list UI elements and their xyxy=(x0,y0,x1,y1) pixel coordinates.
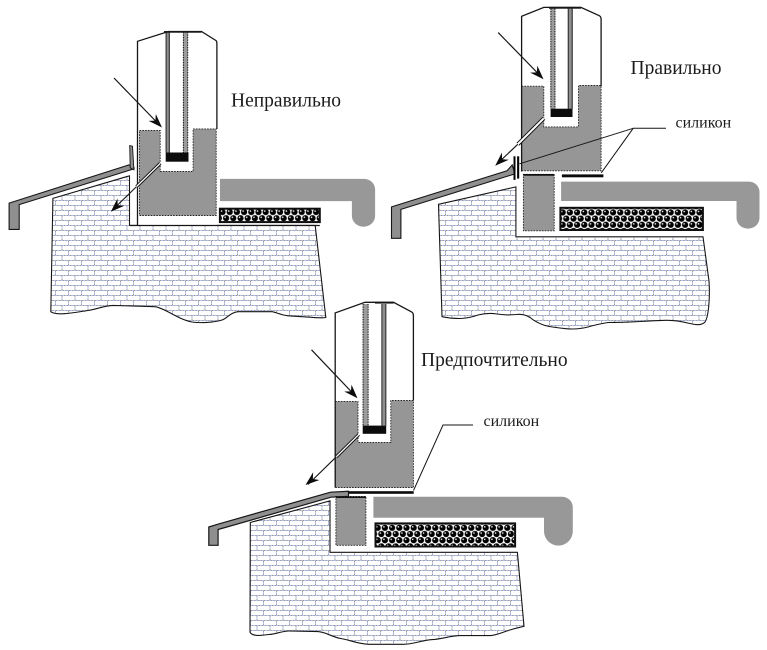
svg-text:Правильно: Правильно xyxy=(631,58,722,79)
svg-text:силикон: силикон xyxy=(676,114,732,131)
svg-text:силикон: силикон xyxy=(484,413,540,430)
svg-text:Неправильно: Неправильно xyxy=(231,91,341,112)
svg-text:Предпочтительно: Предпочтительно xyxy=(421,350,568,371)
